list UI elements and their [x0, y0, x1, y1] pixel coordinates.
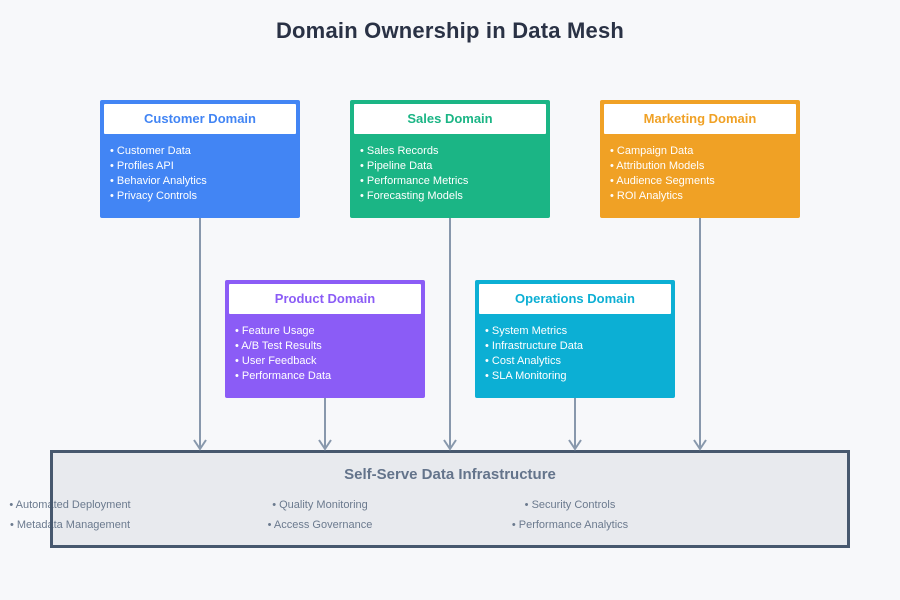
list-item: • Pipeline Data: [360, 160, 433, 172]
list-item: • Metadata Management: [9, 519, 131, 531]
domain-items-marketing: • Campaign Data • Attribution Models • Aud…: [610, 144, 796, 204]
infrastructure-column-3: • Security Controls • Performance Analyti…: [445, 495, 695, 535]
domain-header-customer: Customer Domain: [104, 104, 296, 134]
list-item: • System Metrics: [485, 325, 568, 337]
list-item: • Attribution Models: [610, 160, 705, 172]
connector-arrow-sales: [443, 218, 457, 451]
connector-arrow-marketing: [693, 218, 707, 451]
list-item: • Sales Records: [360, 145, 439, 157]
list-item: • Feature Usage: [235, 325, 315, 337]
list-item: • Customer Data: [110, 145, 191, 157]
infrastructure-column-1: • Automated Deployment • Metadata Managem…: [0, 495, 195, 535]
infrastructure-border: [50, 450, 850, 548]
list-item: • Behavior Analytics: [110, 175, 207, 187]
domain-items-operations: • System Metrics • Infrastructure Data • C…: [485, 324, 671, 384]
infrastructure-title: Self-Serve Data Infrastructure: [344, 466, 556, 483]
list-item: • Cost Analytics: [485, 355, 561, 367]
list-item: • Profiles API: [110, 160, 174, 172]
domain-box-marketing: Marketing Domain • Campaign Data • Attrib…: [600, 100, 800, 218]
domain-box-operations: Operations Domain • System Metrics • Infr…: [475, 280, 675, 398]
domain-box-product: Product Domain • Feature Usage • A/B Test…: [225, 280, 425, 398]
list-item: • A/B Test Results: [235, 340, 322, 352]
list-item: • ROI Analytics: [610, 190, 683, 202]
domain-items-customer: • Customer Data • Profiles API • Behavior …: [110, 144, 296, 204]
list-item: • Performance Metrics: [360, 175, 469, 187]
list-item: • Campaign Data: [610, 145, 694, 157]
list-item: • Performance Analytics: [511, 519, 629, 531]
connector-arrow-operations: [568, 398, 582, 451]
page-title: Domain Ownership in Data Mesh: [275, 18, 625, 43]
list-item: • Infrastructure Data: [485, 340, 584, 352]
list-item: • Automated Deployment: [9, 499, 131, 511]
infrastructure-box: [50, 450, 850, 548]
domain-header-marketing: Marketing Domain: [604, 104, 796, 134]
list-item: • Forecasting Models: [360, 190, 463, 202]
domain-items-product: • Feature Usage • A/B Test Results • User …: [235, 324, 421, 384]
list-item: • SLA Monitoring: [485, 370, 567, 382]
list-item: • Performance Data: [235, 370, 332, 382]
domain-items-sales: • Sales Records • Pipeline Data • Performa…: [360, 144, 546, 204]
domain-header-operations: Operations Domain: [479, 284, 671, 314]
domain-header-product: Product Domain: [229, 284, 421, 314]
domain-header-sales: Sales Domain: [354, 104, 546, 134]
domain-box-customer: Customer Domain • Customer Data • Profile…: [100, 100, 300, 218]
connector-arrow-customer: [193, 218, 207, 451]
list-item: • User Feedback: [235, 355, 317, 367]
list-item: • Privacy Controls: [110, 190, 197, 202]
list-item: • Access Governance: [267, 519, 373, 531]
list-item: • Security Controls: [524, 499, 616, 511]
connector-arrow-product: [318, 398, 332, 451]
list-item: • Quality Monitoring: [272, 499, 368, 511]
list-item: • Audience Segments: [610, 175, 715, 187]
domain-box-sales: Sales Domain • Sales Records • Pipeline D…: [350, 100, 550, 218]
infrastructure-column-2: • Quality Monitoring • Access Governance: [195, 495, 445, 535]
